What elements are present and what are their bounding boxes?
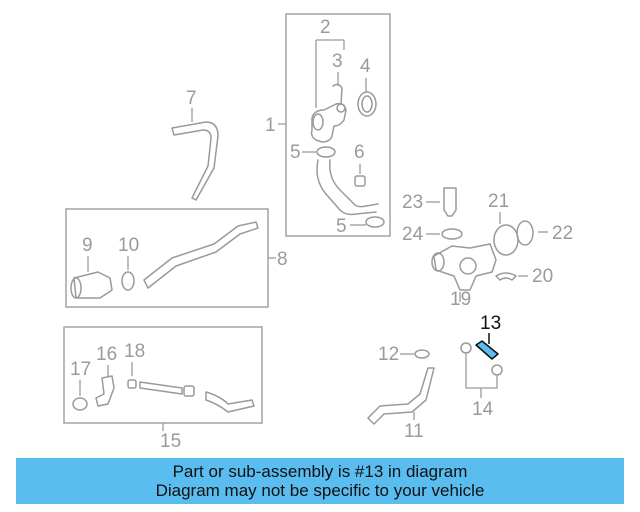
callout-22: 22 [552, 223, 573, 244]
banner-line-1: Part or sub-assembly is #13 in diagram [172, 462, 468, 481]
callout-19: 19 [450, 289, 471, 310]
callout-3: 3 [332, 51, 343, 72]
callout-1: 1 [265, 115, 276, 136]
callout-5-lower: 5 [336, 216, 347, 237]
callout-12: 12 [378, 344, 399, 365]
banner-line-2: Diagram may not be specific to your vehi… [155, 481, 485, 500]
bypass-tube-part [139, 381, 183, 395]
highlighted-part-13 [475, 340, 499, 360]
callout-20: 20 [532, 266, 553, 287]
callout-17: 17 [70, 359, 91, 380]
callout-14: 14 [472, 399, 494, 420]
bypass-pipe-part [171, 121, 219, 201]
coolant-hose-part [316, 159, 379, 216]
callout-2: 2 [320, 17, 331, 38]
callout-13: 13 [480, 313, 501, 334]
group-box-1 [285, 13, 391, 237]
seal-ring-part [357, 91, 377, 117]
clamp-part [316, 146, 336, 158]
callout-16: 16 [96, 344, 117, 365]
callout-4: 4 [360, 56, 371, 77]
callout-18: 18 [124, 341, 145, 362]
water-outlet-part [310, 102, 347, 143]
bracket-part [95, 375, 115, 407]
info-banner: Part or sub-assembly is #13 in diagram D… [16, 458, 624, 504]
thermostat-housing-part [433, 243, 497, 291]
callout-6: 6 [354, 142, 365, 163]
thermostat-part [493, 224, 519, 256]
callout-7: 7 [186, 88, 197, 109]
coolant-inlet-pipe-part [143, 221, 259, 289]
callout-5-upper: 5 [290, 142, 301, 163]
water-pipe-part [367, 367, 435, 425]
callout-23: 23 [402, 192, 423, 213]
callout-10: 10 [118, 235, 139, 256]
hose-clip-part [332, 83, 343, 105]
callout-21: 21 [488, 191, 509, 212]
temp-sensor-part [443, 187, 457, 217]
group-box-8 [65, 208, 269, 308]
callout-9: 9 [82, 235, 93, 256]
callout-11: 11 [404, 421, 424, 442]
callout-24: 24 [402, 224, 424, 245]
callout-15: 15 [160, 431, 181, 452]
callout-8: 8 [277, 249, 288, 270]
